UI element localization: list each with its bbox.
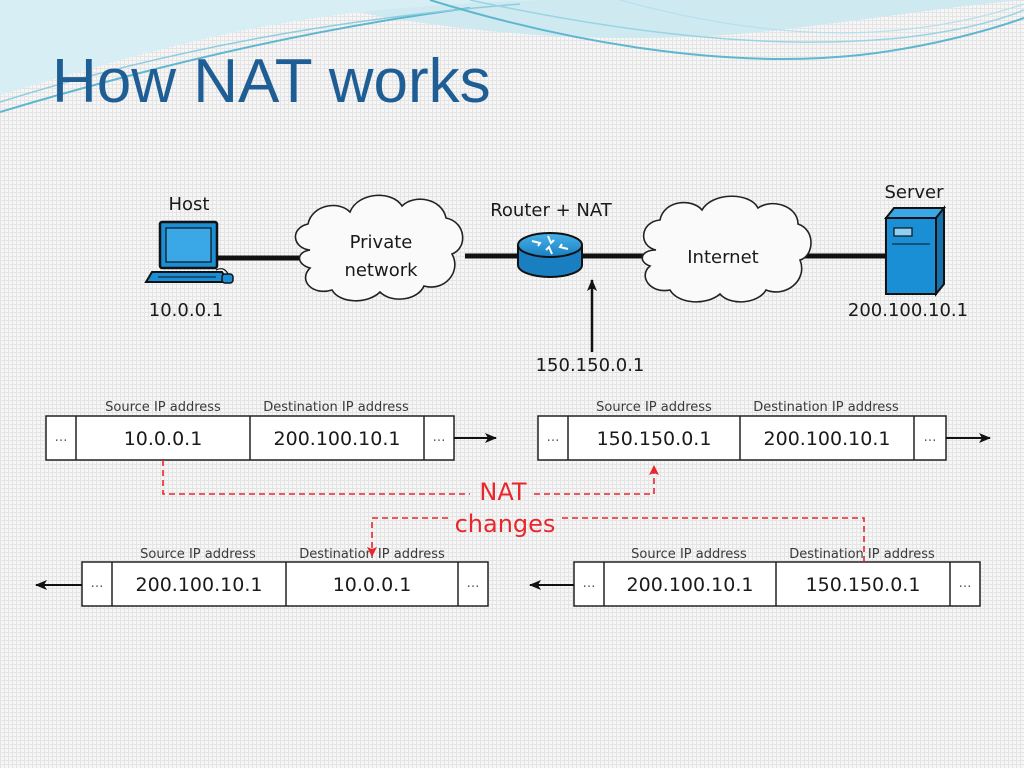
private-network-cloud [294, 194, 464, 302]
source-ip-cell: 200.100.10.1 [627, 574, 754, 596]
packet-ellipsis-right: … [959, 576, 972, 591]
packet-ellipsis-left: … [55, 430, 68, 445]
packet-ellipsis-left: … [91, 576, 104, 591]
destination-ip-cell: 200.100.10.1 [764, 428, 891, 450]
host-ip-label: 10.0.0.1 [149, 300, 223, 321]
packet-ellipsis-right: … [467, 576, 480, 591]
source-ip-cell: 10.0.0.1 [124, 428, 203, 450]
slide-title: How NAT works [52, 47, 491, 116]
source-ip-cell: 150.150.0.1 [597, 428, 712, 450]
packet-ellipsis-left: … [547, 430, 560, 445]
nat-changes-label-line1: NAT [479, 478, 527, 506]
destination-ip-cell: 10.0.0.1 [333, 574, 412, 596]
destination-ip-cell: 150.150.0.1 [806, 574, 921, 596]
host-label: Host [169, 194, 210, 215]
source-header: Source IP address [631, 547, 747, 562]
nat-inbound-connector-left [367, 517, 448, 557]
internet-cloud [641, 195, 812, 303]
router-public-ip-label: 150.150.0.1 [536, 355, 645, 376]
source-header: Source IP address [596, 400, 712, 415]
nat-outbound-connector-right [534, 465, 659, 495]
server-icon [883, 205, 947, 297]
source-header: Source IP address [105, 400, 221, 415]
host-computer-icon [144, 220, 234, 284]
server-label: Server [884, 182, 944, 203]
packet-outbound-before-nat: Source IP address Destination IP address… [45, 400, 497, 461]
packet-ellipsis-left: … [583, 576, 596, 591]
nat-changes-label-line2: changes [455, 510, 556, 538]
source-ip-cell: 200.100.10.1 [136, 574, 263, 596]
source-header: Source IP address [140, 547, 256, 562]
internet-label: Internet [687, 247, 758, 268]
server-ip-label: 200.100.10.1 [848, 300, 968, 321]
private-network-label-line2: network [344, 260, 418, 281]
packet-ellipsis-right: … [924, 430, 937, 445]
nat-outbound-connector-left [162, 460, 470, 495]
packet-ellipsis-right: … [433, 430, 446, 445]
destination-header: Destination IP address [263, 400, 409, 415]
destination-header: Destination IP address [789, 547, 935, 562]
router-icon [517, 232, 583, 278]
destination-header: Destination IP address [753, 400, 899, 415]
private-network-label-line1: Private [350, 232, 413, 253]
packet-outbound-after-nat: Source IP address Destination IP address… [537, 400, 991, 461]
network-topology: Host 10.0.0.1 Private network Router + N… [144, 182, 968, 376]
router-label: Router + NAT [490, 200, 613, 221]
header-wave-decoration [0, 0, 1024, 113]
packet-inbound-after-nat: Source IP address Destination IP address… [35, 547, 489, 607]
nat-changes-annotation: NAT changes [162, 460, 865, 562]
destination-ip-cell: 200.100.10.1 [274, 428, 401, 450]
nat-inbound-connector-right [562, 517, 865, 562]
packet-inbound-before-nat: Source IP address Destination IP address… [529, 547, 981, 607]
